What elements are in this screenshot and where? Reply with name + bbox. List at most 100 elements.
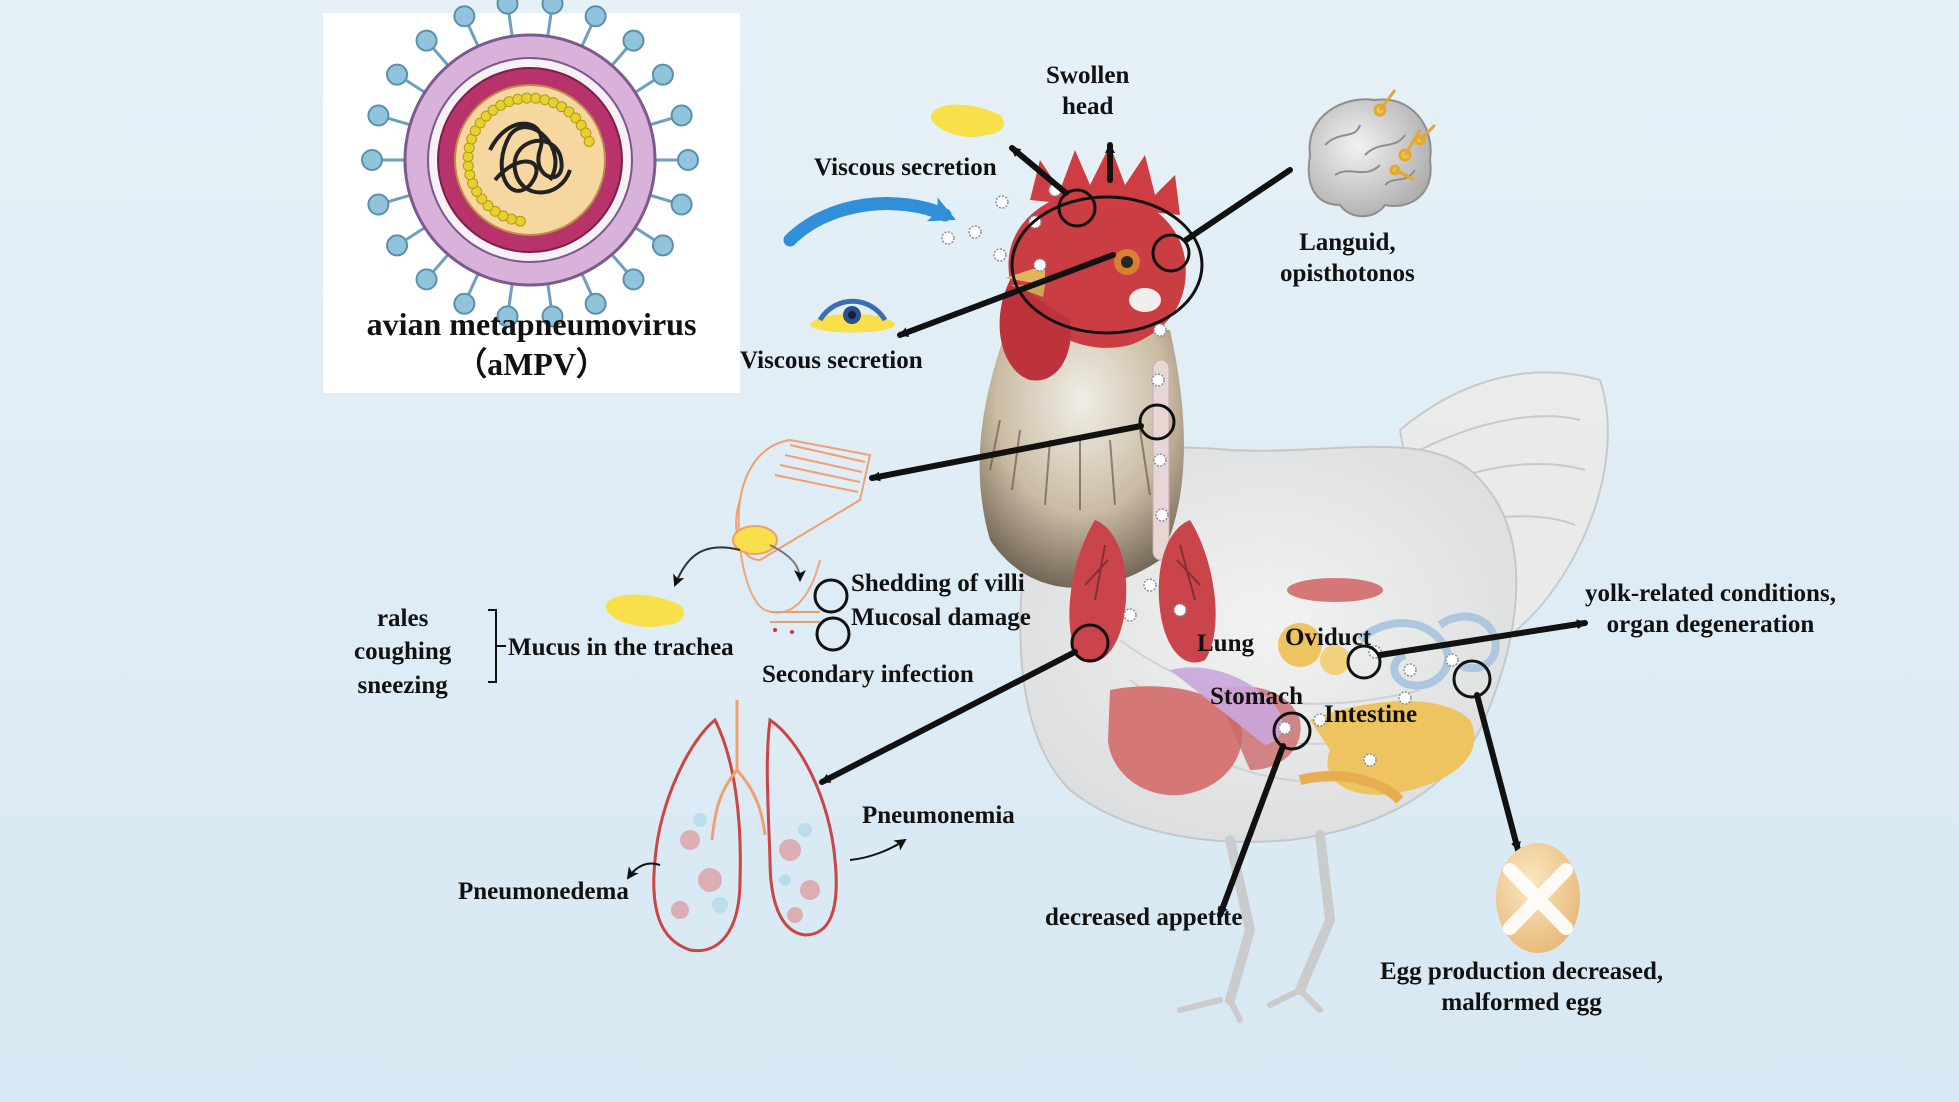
- virus-spike-head: [651, 234, 674, 257]
- label-line: sneezing: [357, 671, 448, 699]
- label-line: Swollen: [1046, 62, 1130, 89]
- pneumonemia-arrow: [849, 838, 907, 861]
- label-pneumonedema: Pneumonedema: [458, 878, 629, 905]
- virus-spike-head: [415, 29, 438, 52]
- virus-particle: [1153, 323, 1167, 337]
- virus-particle: [1445, 653, 1459, 667]
- label-stomach: Stomach: [1210, 683, 1304, 710]
- virus-spike-head: [496, 0, 519, 15]
- virus-spike-head: [386, 234, 409, 257]
- virus-particle: [1033, 258, 1047, 272]
- virus-spike-head: [453, 292, 476, 315]
- virus-particle: [1278, 721, 1292, 735]
- virus-spike-head: [584, 5, 607, 28]
- rna-bead: [570, 112, 582, 124]
- label-mucosal-damage: Mucosal damage: [851, 604, 1031, 631]
- virus-particle: [993, 248, 1007, 262]
- virus-particle: [1143, 578, 1157, 592]
- label-line: rales: [376, 605, 429, 632]
- label-lung: Lung: [1197, 630, 1254, 657]
- mucus-arrow: [673, 546, 741, 587]
- virus-particle: [1403, 663, 1417, 677]
- label-viscous-secretion-nasal: Viscous secretion: [814, 154, 997, 181]
- label-languid-opisthotonos: Languid, opisthotonos: [1280, 227, 1415, 290]
- rna-bead: [480, 110, 492, 122]
- label-line: Egg production decreased,: [1380, 958, 1664, 985]
- rooster-illustration: [979, 145, 1609, 1023]
- virus-spike-head: [651, 63, 674, 86]
- label-line: organ degeneration: [1606, 611, 1815, 639]
- virus-spike-head: [415, 268, 438, 291]
- virus-particle: [941, 231, 955, 245]
- label-decreased-appetite: decreased appetite: [1045, 904, 1243, 931]
- virus-particle: [995, 195, 1009, 209]
- label-pneumonemia: Pneumonemia: [862, 802, 1015, 829]
- virus-particle: [1151, 373, 1165, 387]
- villi-marks: [770, 611, 820, 634]
- virus-spike-head: [670, 104, 693, 127]
- virus-spike-head: [386, 63, 409, 86]
- lung-sketch-icon: [652, 700, 838, 953]
- annotation-arrows: [819, 142, 1588, 918]
- virus-spike-head: [361, 149, 383, 171]
- virus-particle: [1155, 508, 1169, 522]
- pneumonedema-arrow: [626, 862, 661, 880]
- egg-icon: [1496, 843, 1580, 953]
- transmission-arrow: [783, 197, 956, 247]
- rna-bead: [474, 117, 486, 129]
- virus-spike-head: [670, 193, 693, 216]
- rna-bead: [476, 193, 488, 205]
- symptom-bracket: [488, 609, 506, 683]
- label-line: yolk-related conditions,: [1585, 580, 1836, 607]
- virus-spike-head: [453, 5, 476, 28]
- virus-icon: [361, 0, 699, 328]
- virus-spike-head: [584, 292, 607, 315]
- rna-bead: [583, 135, 595, 147]
- virus-particle: [1123, 608, 1137, 622]
- virus-spike-head: [622, 268, 645, 291]
- label-mucus-in-trachea: Mucus in the trachea: [508, 634, 734, 661]
- rna-bead: [521, 92, 533, 104]
- label-line: malformed egg: [1441, 989, 1602, 1017]
- label-line: coughing: [354, 638, 452, 666]
- rna-bead: [514, 215, 526, 227]
- label-intestine: Intestine: [1324, 701, 1418, 728]
- virus-spike-head: [367, 104, 390, 127]
- rna-bead: [530, 92, 542, 104]
- label-secondary-infection: Secondary infection: [762, 661, 974, 688]
- label-swollen-head: Swollen head: [1046, 60, 1129, 123]
- virus-particle: [1173, 603, 1187, 617]
- label-egg-production: Egg production decreased, malformed egg: [1380, 956, 1663, 1019]
- virus-spike-head: [622, 29, 645, 52]
- rna-bead: [464, 169, 476, 181]
- label-viscous-secretion-eye: Viscous secretion: [740, 347, 923, 374]
- mucus-blob-icon: [930, 104, 1005, 138]
- rna-bead: [462, 160, 474, 172]
- virus-particle: [968, 225, 982, 239]
- virus-particle: [1313, 713, 1327, 727]
- virus-particle: [1153, 453, 1167, 467]
- label-oviduct: Oviduct: [1285, 624, 1372, 651]
- virus-particle: [1363, 753, 1377, 767]
- rna-bead: [489, 205, 501, 217]
- label-symptoms: rales coughing sneezing: [354, 602, 451, 702]
- rna-bead: [556, 101, 568, 113]
- rna-bead: [487, 104, 499, 116]
- rna-bead: [462, 151, 474, 163]
- rna-bead: [469, 125, 481, 137]
- virus-spike-head: [541, 0, 564, 15]
- trachea-sketch-icon: [732, 438, 872, 614]
- label-line: opisthotonos: [1280, 260, 1415, 288]
- villi-arrow: [769, 544, 806, 582]
- virus-particle: [1398, 691, 1412, 705]
- label-yolk-conditions: yolk-related conditions, organ degenerat…: [1585, 578, 1836, 641]
- label-shedding-of-villi: Shedding of villi: [851, 570, 1025, 597]
- eye-icon: [810, 298, 895, 333]
- rna-bead: [563, 106, 575, 118]
- virus-spike-head: [677, 149, 699, 171]
- virus-spike-head: [367, 193, 390, 216]
- label-line: Languid,: [1299, 229, 1396, 256]
- label-line: head: [1061, 93, 1114, 121]
